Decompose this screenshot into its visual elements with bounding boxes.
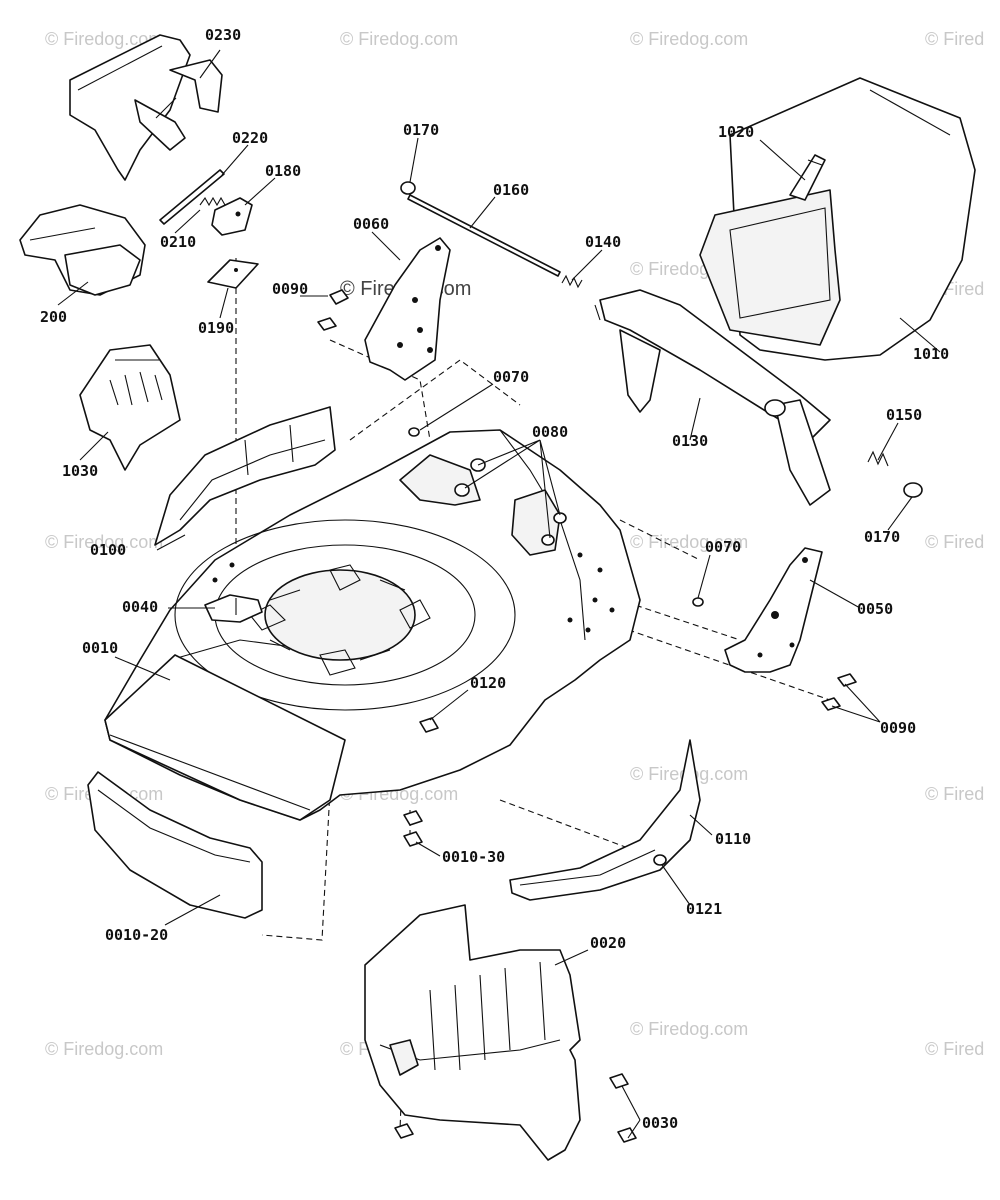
callout-0090-top: 0090: [272, 280, 308, 298]
part-0210-spring: [199, 196, 226, 207]
part-0070-washer-top: [408, 427, 420, 437]
part-0070-washer-right: [692, 597, 704, 607]
callout-0090-right: 0090: [880, 719, 916, 737]
callout-0210: 0210: [160, 233, 196, 251]
part-1020-bag-frame: [789, 154, 826, 201]
callout-1010: 1010: [913, 345, 949, 363]
part-0020-rear-baffle: [364, 904, 581, 1161]
callout-0120: 0120: [470, 674, 506, 692]
callout-1020: 1020: [718, 123, 754, 141]
watermark-edge: © Fired: [925, 532, 984, 552]
part-0140-spring: [561, 274, 583, 289]
callout-labels: 0230 0220 0180 0210 200 0190 1030 0170 0…: [40, 26, 949, 1132]
part-0030-bolts: [394, 1073, 637, 1143]
part-0090-bolts-right: [821, 673, 857, 711]
part-0010-20-front-skirt: [87, 771, 263, 919]
part-200-discharge-cover: [19, 204, 146, 296]
callout-0130: 0130: [672, 432, 708, 450]
callout-200: 200: [40, 308, 67, 326]
part-0190-plate: [207, 259, 259, 289]
callout-0121: 0121: [686, 900, 722, 918]
watermark: © Firedog.com: [630, 1019, 748, 1039]
part-0150-torsion-spring: [867, 450, 889, 467]
watermark: © Firedog.com: [630, 532, 748, 552]
watermark-edge: © Fired: [925, 1039, 984, 1059]
watermark: © Firedog.com: [340, 29, 458, 49]
callout-0020: 0020: [590, 934, 626, 952]
part-0230-deflector-flap: [69, 34, 223, 181]
part-0130-rear-door: [594, 289, 831, 506]
part-0220-hinge-rod: [159, 169, 225, 225]
callout-0030: 0030: [642, 1114, 678, 1132]
callout-0010-30: 0010-30: [442, 848, 505, 866]
callout-0080: 0080: [532, 423, 568, 441]
part-1010-grass-bag: [699, 77, 976, 361]
callout-0140: 0140: [585, 233, 621, 251]
callout-0170-top: 0170: [403, 121, 439, 139]
part-0060-handle-bracket: [364, 237, 451, 381]
part-0160-rear-rod: [407, 194, 561, 277]
watermark: © Firedog.com: [630, 29, 748, 49]
callout-0060: 0060: [353, 215, 389, 233]
callout-0100: 0100: [90, 541, 126, 559]
callout-0010-20: 0010-20: [105, 926, 168, 944]
part-0100-left-skirt: [154, 406, 336, 546]
watermark: © Firedog.com: [45, 1039, 163, 1059]
callout-0180: 0180: [265, 162, 301, 180]
callout-0070-right: 0070: [705, 538, 741, 556]
part-0121-washer: [653, 854, 667, 866]
callout-0150: 0150: [886, 406, 922, 424]
callout-0040: 0040: [122, 598, 158, 616]
callout-0050: 0050: [857, 600, 893, 618]
part-0040-blade-adapter: [204, 594, 263, 623]
watermark-edge: © Fired: [925, 784, 984, 804]
part-0170-washer-top: [400, 181, 416, 195]
callout-0220: 0220: [232, 129, 268, 147]
part-0010-30-screws: [403, 810, 423, 847]
callout-0190: 0190: [198, 319, 234, 337]
callout-0230: 0230: [205, 26, 241, 44]
part-0170-washer-right: [903, 482, 923, 498]
callout-0110: 0110: [715, 830, 751, 848]
part-0120-screw: [419, 717, 439, 733]
watermark: © Firedog.com: [45, 532, 163, 552]
watermark-edge: © Fired: [925, 29, 984, 49]
callout-0170-right: 0170: [864, 528, 900, 546]
part-1030-mulch-plug: [79, 344, 181, 471]
part-0050-handle-bracket: [724, 547, 823, 673]
part-0180-bracket: [211, 197, 253, 236]
callout-0070-top: 0070: [493, 368, 529, 386]
callout-1030: 1030: [62, 462, 98, 480]
watermark: © Firedog.com: [45, 29, 163, 49]
callout-0160: 0160: [493, 181, 529, 199]
callout-0010: 0010: [82, 639, 118, 657]
part-0090-bolts-top: [317, 289, 349, 331]
leader-lines: [57, 49, 941, 1139]
